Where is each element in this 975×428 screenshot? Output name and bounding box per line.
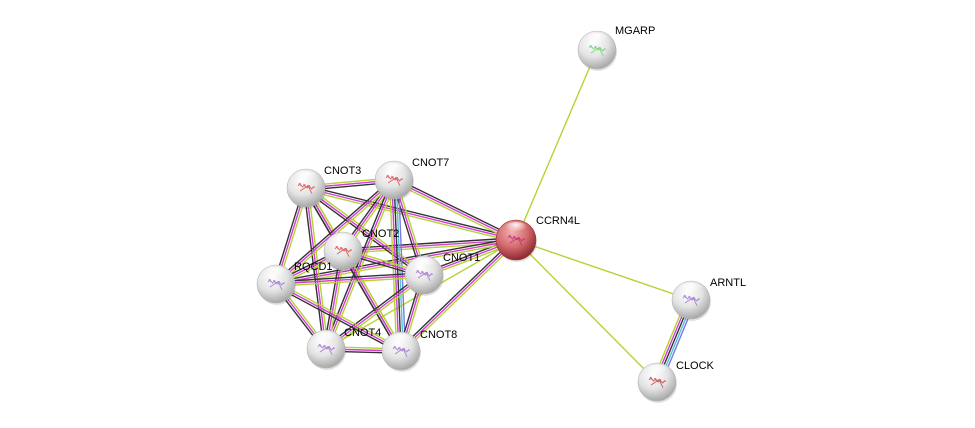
edge-cnot7-cnot4[interactable] — [323, 178, 397, 351]
node-label: CLOCK — [676, 360, 715, 372]
node-label: CNOT8 — [420, 329, 457, 341]
edge-evidence-text-mining — [327, 180, 397, 351]
node-highlight — [412, 257, 436, 272]
node-highlight — [294, 170, 318, 185]
protein-structure-icon — [317, 343, 335, 355]
edge-evidence-coexpression — [340, 251, 400, 353]
node-highlight — [504, 222, 528, 236]
protein-structure-icon — [507, 234, 525, 246]
edge-evidence-experiments — [393, 179, 517, 241]
edge-evidence-coexpression — [324, 272, 424, 348]
protein-structure-icon — [415, 269, 433, 281]
node-label: CNOT3 — [324, 165, 361, 177]
edge-evidence-experiments — [391, 180, 400, 352]
edge-cnot1-cnot4[interactable] — [324, 272, 426, 352]
protein-structure-icon — [682, 294, 700, 306]
edge-ccrn4l-cnot8[interactable] — [398, 237, 519, 354]
edge-cnot3-cnot4[interactable] — [303, 187, 329, 350]
edge-evidence-coexpression — [275, 272, 424, 283]
node-highlight — [679, 282, 703, 297]
node-clock[interactable]: CLOCK — [637, 360, 715, 403]
edge-evidence-experiments — [305, 187, 425, 276]
edge-evidence-coexpression — [304, 189, 424, 278]
edge-ccrn4l-cnot7[interactable] — [392, 177, 518, 243]
protein-structure-icon — [648, 376, 666, 388]
edge-ccrn4l-clock[interactable] — [515, 239, 658, 383]
node-highlight — [331, 233, 355, 248]
edge-evidence-experiments — [342, 239, 517, 252]
edge-ccrn4l-arntl[interactable] — [515, 239, 692, 301]
edge-evidence-text-mining — [515, 49, 598, 241]
edge-evidence-experiments — [275, 239, 517, 285]
edge-evidence-experiments — [275, 274, 425, 285]
edge-evidence-coexpression — [398, 237, 515, 350]
edge-evidence-coexpression — [274, 177, 394, 283]
edge-evidence-text-mining — [515, 239, 658, 383]
edge-evidence-text-mining — [306, 185, 426, 274]
node-cnot3[interactable]: CNOT3 — [286, 165, 361, 209]
edge-evidence-experiments — [400, 239, 517, 352]
edge-evidence-coexpression — [394, 177, 518, 239]
edge-evidence-text-mining — [402, 241, 519, 354]
edge-evidence-text-mining — [276, 276, 425, 287]
node-arntl[interactable]: ARNTL — [671, 277, 746, 321]
edge-evidence-coexpression — [342, 237, 516, 250]
edge-evidence-text-mining — [344, 249, 404, 351]
node-mgarp[interactable]: MGARP — [577, 25, 655, 71]
node-label: MGARP — [615, 25, 655, 37]
edge-cnot3-cnot1[interactable] — [304, 185, 426, 278]
edge-evidence-coexpression — [306, 185, 517, 239]
node-cnot1[interactable]: CNOT1 — [404, 252, 480, 296]
node-cnot4[interactable]: CNOT4 — [306, 327, 381, 370]
edge-evidence-coexpression — [303, 188, 325, 350]
node-cnot7[interactable]: CNOT7 — [374, 157, 449, 201]
edge-ccrn4l-mgarp[interactable] — [515, 49, 598, 241]
protein-structure-icon — [334, 245, 352, 257]
node-label: ARNTL — [710, 277, 746, 289]
protein-structure-icon — [392, 345, 410, 357]
node-ccrn4l[interactable]: CCRN4L — [495, 215, 580, 262]
edge-evidence-text-mining — [343, 241, 517, 254]
edge-evidence-experiments — [305, 187, 517, 241]
node-label: RQCD1 — [294, 261, 333, 273]
edge-evidence-text-mining — [307, 187, 329, 349]
node-label: CNOT1 — [443, 252, 480, 264]
edge-evidence-text-mining — [276, 281, 403, 350]
edge-evidence-text-mining — [515, 239, 692, 301]
node-highlight — [314, 331, 338, 346]
edge-rqcd1-cnot8[interactable] — [274, 281, 403, 354]
node-cnot8[interactable]: CNOT8 — [381, 329, 457, 372]
edge-evidence-text-mining — [392, 181, 516, 243]
edge-ccrn4l-cnot2[interactable] — [342, 237, 517, 254]
edge-evidence-experiments — [275, 283, 402, 352]
edge-evidence-experiments — [275, 179, 395, 285]
edge-evidence-text-mining — [326, 276, 426, 352]
edge-cnot1-rqcd1[interactable] — [275, 272, 425, 287]
edge-evidence-homology — [397, 179, 407, 351]
node-label: CNOT4 — [344, 327, 381, 339]
node-label: CNOT2 — [362, 228, 399, 240]
node-label: CCRN4L — [536, 215, 580, 227]
edge-evidence-coexpression — [323, 178, 393, 349]
protein-structure-icon — [267, 278, 285, 290]
edge-ccrn4l-cnot3[interactable] — [305, 185, 517, 243]
edge-evidence-text-mining — [305, 189, 516, 243]
node-highlight — [585, 32, 609, 47]
protein-structure-icon — [588, 44, 606, 56]
edge-evidence-coexpression — [274, 285, 401, 354]
edge-evidence-experiments — [325, 274, 425, 350]
node-highlight — [389, 333, 413, 348]
edge-evidence-experiments — [305, 187, 327, 350]
protein-structure-icon — [297, 182, 315, 194]
node-rqcd1[interactable]: RQCD1 — [256, 261, 333, 305]
edge-evidence-experiments — [325, 179, 395, 350]
node-highlight — [264, 266, 288, 281]
protein-structure-icon — [385, 174, 403, 186]
node-label: CNOT7 — [412, 157, 449, 169]
node-highlight — [645, 364, 669, 379]
node-cnot2[interactable]: CNOT2 — [323, 228, 399, 272]
node-highlight — [382, 162, 406, 177]
